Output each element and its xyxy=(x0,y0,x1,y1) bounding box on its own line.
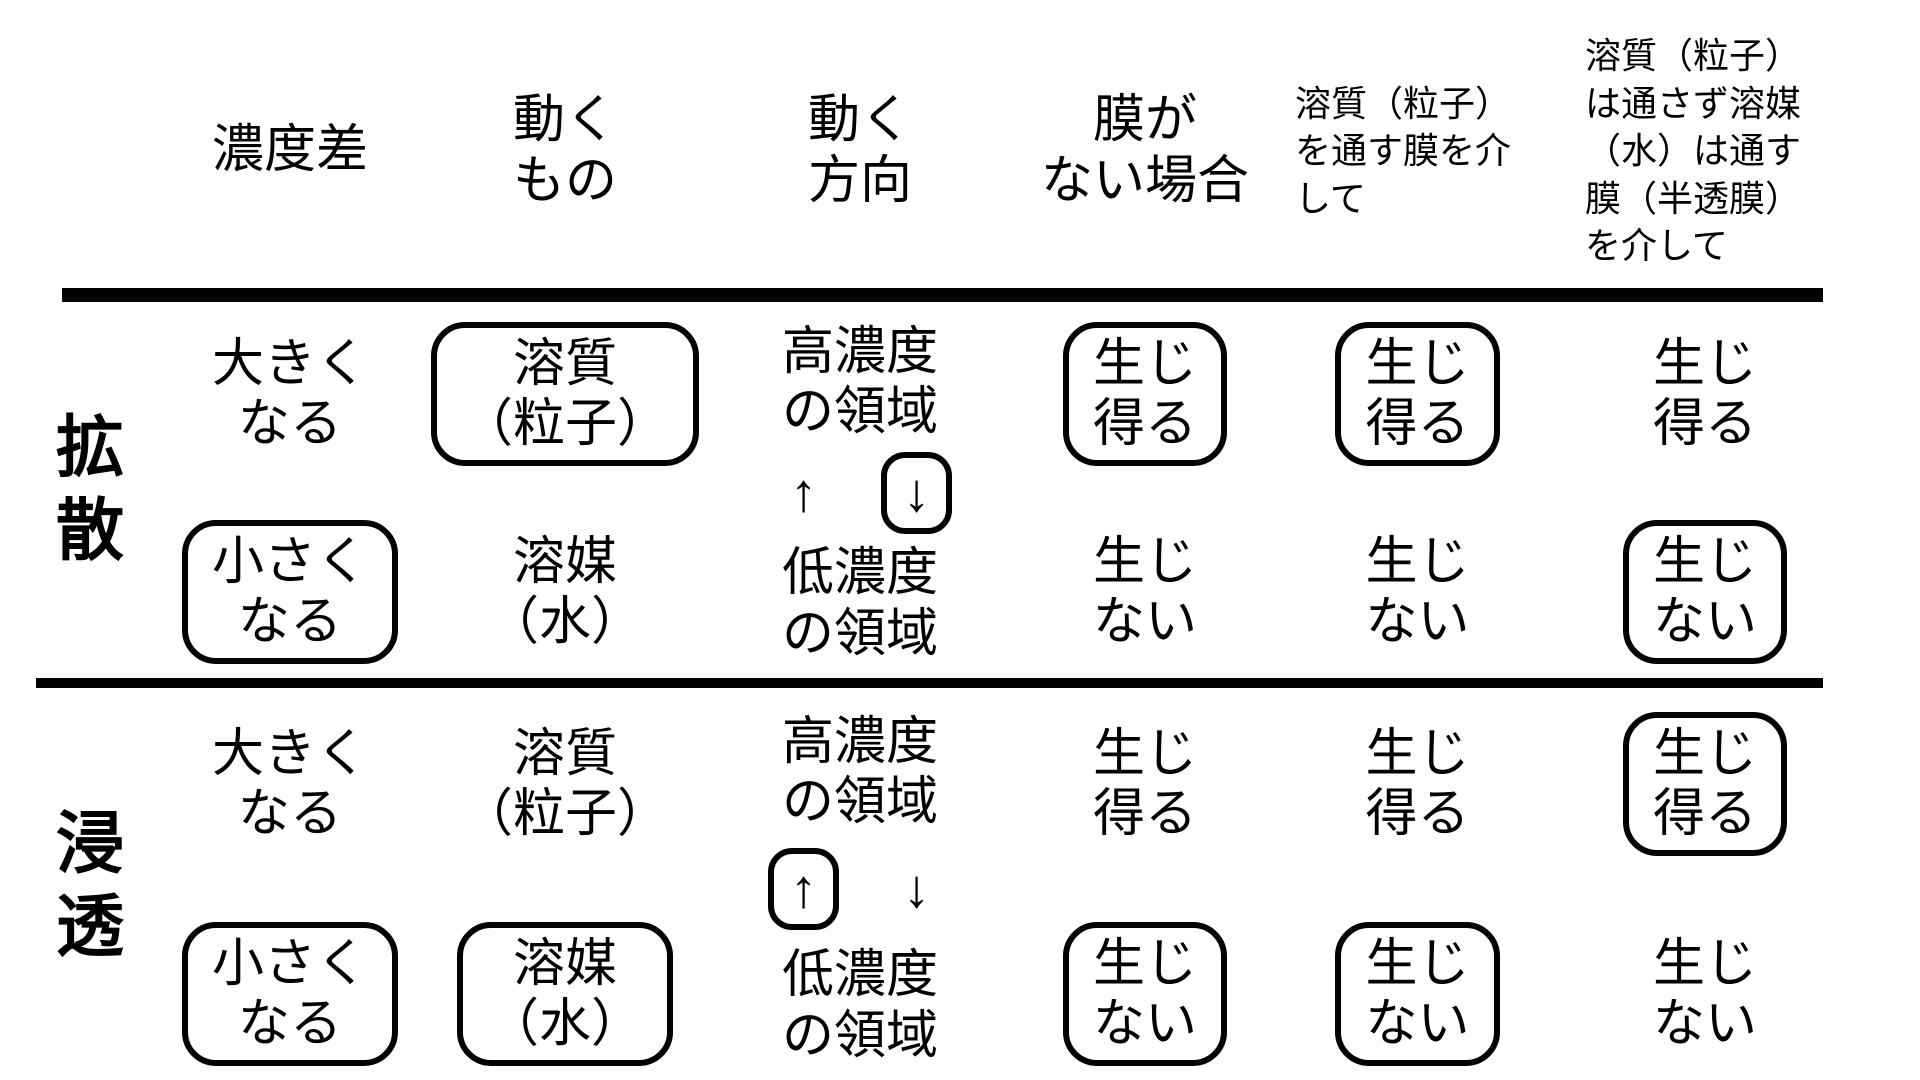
option-bottom: 小さく なる xyxy=(181,922,398,1066)
header-solute-permeable-membrane: 溶質（粒子） を通す膜を介 して xyxy=(1295,82,1512,219)
option-top: 生じ 得る xyxy=(1092,724,1197,843)
option-bottom: 生じ ない xyxy=(1365,532,1470,651)
low-concentration-region-label: 低濃度 の領域 xyxy=(781,544,938,663)
option-bottom: 生じ ない xyxy=(1335,922,1500,1066)
cell-osmosis-solute-permeable-membrane: 生じ 得る 生じ ない xyxy=(1280,692,1555,1080)
option-top: 生じ 得る xyxy=(1652,334,1757,453)
row-label-osmosis: 浸透 xyxy=(0,692,160,1080)
option-bottom: 溶媒 （水） xyxy=(456,922,673,1066)
option-top: 溶質 （粒子） xyxy=(460,724,669,843)
option-bottom: 小さく なる xyxy=(181,520,398,664)
cell-osmosis-moving-substance: 溶質 （粒子） 溶媒 （水） xyxy=(420,692,710,1080)
header-concentration-difference: 濃度差 xyxy=(211,121,368,180)
header-spacer xyxy=(0,0,160,302)
cell-diffusion-no-membrane: 生じ 得る 生じ ない xyxy=(1010,302,1280,678)
option-top: 大きく なる xyxy=(211,334,368,453)
option-top: 生じ 得る xyxy=(1062,322,1227,466)
option-bottom: 生じ ない xyxy=(1092,532,1197,651)
row-divider-rule xyxy=(36,678,1823,688)
up-arrow-icon: ↑ xyxy=(768,848,839,930)
down-arrow-icon: ↓ xyxy=(881,452,952,534)
cell-osmosis-no-membrane: 生じ 得る 生じ ない xyxy=(1010,692,1280,1080)
high-concentration-region-label: 高濃度 の領域 xyxy=(781,713,938,832)
down-arrow-icon: ↓ xyxy=(903,859,930,919)
option-bottom: 生じ ない xyxy=(1062,922,1227,1066)
option-top: 生じ 得る xyxy=(1622,712,1787,856)
direction-arrows: ↑ ↓ xyxy=(768,848,952,930)
cell-osmosis-concentration-difference: 大きく なる 小さく なる xyxy=(160,692,420,1080)
cell-diffusion-moving-direction: 高濃度 の領域 ↑ ↓ 低濃度 の領域 xyxy=(710,302,1010,678)
low-concentration-region-label: 低濃度 の領域 xyxy=(781,946,938,1065)
cell-osmosis-moving-direction: 高濃度 の領域 ↑ ↓ 低濃度 の領域 xyxy=(710,692,1010,1080)
up-arrow-icon: ↑ xyxy=(790,463,817,523)
cell-osmosis-semipermeable-membrane: 生じ 得る 生じ ない xyxy=(1555,692,1855,1080)
high-concentration-region-label: 高濃度 の領域 xyxy=(781,323,938,442)
cell-diffusion-concentration-difference: 大きく なる 小さく なる xyxy=(160,302,420,678)
option-bottom: 溶媒 （水） xyxy=(486,532,643,651)
row-label-diffusion: 拡散 xyxy=(0,302,160,678)
header-moving-direction: 動く 方向 xyxy=(807,90,912,210)
option-top: 生じ 得る xyxy=(1365,724,1470,843)
cell-diffusion-semipermeable-membrane: 生じ 得る 生じ ない xyxy=(1555,302,1855,678)
direction-arrows: ↑ ↓ xyxy=(768,452,952,534)
option-top: 生じ 得る xyxy=(1335,322,1500,466)
option-bottom: 生じ ない xyxy=(1652,934,1757,1053)
cell-diffusion-moving-substance: 溶質 （粒子） 溶媒 （水） xyxy=(420,302,710,678)
header-moving-substance: 動く もの xyxy=(512,90,617,210)
option-top: 大きく なる xyxy=(211,724,368,843)
header-semipermeable-membrane: 溶質（粒子） は通さず溶媒 （水）は通す 膜（半透膜） を介して xyxy=(1585,35,1802,267)
cell-diffusion-solute-permeable-membrane: 生じ 得る 生じ ない xyxy=(1280,302,1555,678)
option-bottom: 生じ ない xyxy=(1622,520,1787,664)
row-label-osmosis-text: 浸透 xyxy=(55,806,124,965)
option-top: 溶質 （粒子） xyxy=(430,322,699,466)
row-label-diffusion-text: 拡散 xyxy=(55,410,124,569)
header-divider-rule xyxy=(62,288,1823,302)
header-no-membrane: 膜が ない場合 xyxy=(1040,90,1249,210)
